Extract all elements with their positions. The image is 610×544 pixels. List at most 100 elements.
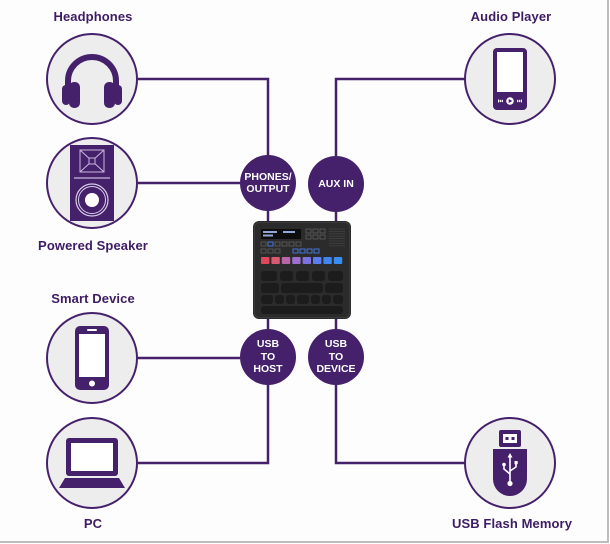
instrument-unit-illustration	[253, 221, 351, 319]
speaker-grill-hole	[339, 228, 341, 230]
speaker-grill-hole	[343, 228, 345, 230]
speaker-grill-hole	[335, 228, 337, 230]
wire-audio-player	[334, 77, 465, 156]
speaker-grill-hole	[335, 240, 337, 242]
device-usb-flash-memory	[464, 417, 556, 509]
speaker-grill-hole	[343, 238, 345, 240]
speaker-grill-hole	[329, 242, 331, 244]
port-label-line: USB	[256, 338, 280, 351]
usb-flash-drive-icon	[493, 430, 527, 496]
speaker-grill-hole	[339, 233, 341, 235]
smartphone-icon	[75, 326, 109, 390]
speaker-grill-hole	[339, 238, 341, 240]
speaker-grill-hole	[333, 228, 335, 230]
port-label-line: USB	[324, 338, 348, 351]
port-label-line: OUTPUT	[246, 183, 290, 195]
speaker-grill-hole	[341, 228, 343, 230]
wire-pc	[138, 384, 270, 465]
port-label-line: TO	[328, 350, 344, 363]
label-usb-flash-memory: USB Flash Memory	[451, 516, 573, 531]
speaker-grill-hole	[337, 242, 339, 244]
speaker-grill-hole	[329, 240, 331, 242]
label-pc: PC	[83, 516, 103, 531]
speaker-grill-hole	[331, 230, 333, 232]
port-label-line: HOST	[253, 363, 283, 376]
port-usb-to-device: USB TO DEVICE	[308, 329, 364, 385]
speaker-grill-hole	[343, 233, 345, 235]
unit-pad	[292, 257, 301, 264]
speaker-grill-hole	[329, 233, 331, 235]
port-label-line: TO	[260, 350, 276, 363]
speaker-grill-hole	[331, 233, 333, 235]
unit-pad	[313, 257, 322, 264]
label-audio-player: Audio Player	[470, 9, 552, 24]
speaker-grill-hole	[331, 245, 333, 247]
speaker-grill-hole	[341, 242, 343, 244]
speaker-grill-hole	[335, 242, 337, 244]
speaker-grill-hole	[339, 230, 341, 232]
speaker-grill-hole	[335, 230, 337, 232]
speaker-grill-hole	[331, 235, 333, 237]
speaker-grill-hole	[339, 245, 341, 247]
speaker-grill-hole	[339, 242, 341, 244]
speaker-grill-hole	[343, 245, 345, 247]
speaker-grill-hole	[337, 235, 339, 237]
unit-pad	[323, 257, 332, 264]
port-label-line: PHONES/	[244, 170, 292, 183]
port-phones-output: PHONES/ OUTPUT	[240, 155, 296, 211]
unit-pad	[261, 257, 270, 264]
speaker-grill-hole	[339, 240, 341, 242]
device-audio-player	[464, 33, 556, 125]
unit-display	[261, 229, 301, 239]
unit-pad	[302, 257, 311, 264]
headphones-icon	[62, 54, 122, 108]
speaker-grill-hole	[335, 238, 337, 240]
speaker-grill-hole	[329, 238, 331, 240]
wire-usb-flash	[334, 384, 465, 465]
device-headphones	[46, 33, 138, 125]
speaker-grill-hole	[337, 238, 339, 240]
speaker-grill-hole	[331, 240, 333, 242]
speaker-grill-hole	[329, 235, 331, 237]
speaker-grill-hole	[337, 245, 339, 247]
speaker-grill-hole	[333, 233, 335, 235]
speaker-grill-hole	[331, 242, 333, 244]
speaker-grill-hole	[341, 245, 343, 247]
speaker-grill-hole	[335, 233, 337, 235]
unit-pad	[271, 257, 280, 264]
speaker-grill-hole	[343, 230, 345, 232]
unit-pad	[281, 257, 291, 264]
speaker-grill-hole	[337, 240, 339, 242]
device-pc	[46, 417, 138, 509]
port-label-line: DEVICE	[316, 363, 356, 376]
speaker-grill-hole	[341, 238, 343, 240]
speaker-grill-hole	[337, 230, 339, 232]
speaker-grill-hole	[343, 242, 345, 244]
speaker-grill-hole	[333, 240, 335, 242]
speaker-grill-hole	[337, 233, 339, 235]
label-smart-device: Smart Device	[51, 291, 135, 306]
port-label-line: AUX IN	[318, 177, 354, 190]
speaker-grill-hole	[333, 238, 335, 240]
speaker-grill-hole	[341, 230, 343, 232]
instrument-unit	[253, 221, 351, 319]
label-headphones: Headphones	[53, 9, 133, 24]
speaker-grill-hole	[339, 235, 341, 237]
wire-headphones	[138, 77, 270, 160]
speaker-grill-hole	[333, 230, 335, 232]
speaker-grill-hole	[329, 228, 331, 230]
device-powered-speaker	[46, 137, 138, 229]
speaker-grill-hole	[335, 245, 337, 247]
speaker-grill-hole	[333, 245, 335, 247]
unit-pad	[333, 257, 343, 264]
speaker-grill-hole	[331, 228, 333, 230]
speaker-grill-hole	[343, 240, 345, 242]
speaker-grill-hole	[333, 242, 335, 244]
speaker-grill-hole	[337, 228, 339, 230]
speaker-grill-hole	[335, 235, 337, 237]
speaker-icon	[70, 145, 114, 221]
label-powered-speaker: Powered Speaker	[38, 238, 148, 253]
audio-player-icon	[493, 48, 527, 110]
speaker-grill-hole	[341, 235, 343, 237]
